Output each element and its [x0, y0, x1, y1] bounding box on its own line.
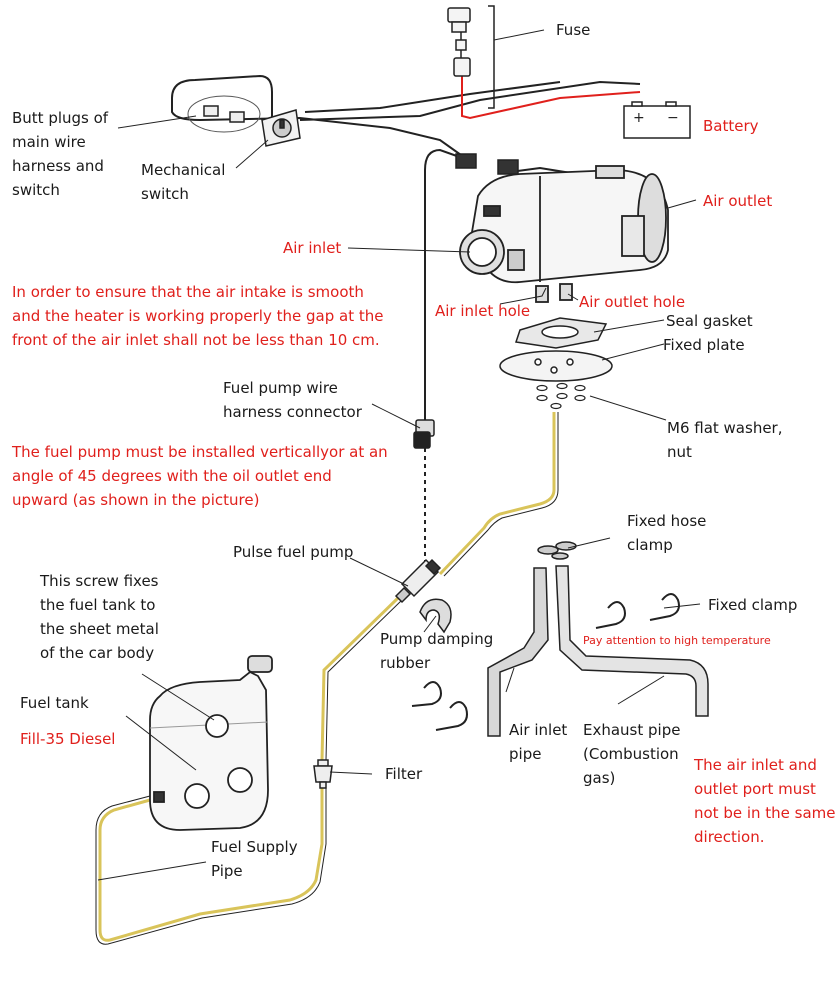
- pump-damping-rubber-icon: [419, 598, 452, 634]
- label-air-inlet-pipe: Air inlet pipe: [509, 721, 568, 763]
- label-fixed-plate: Fixed plate: [663, 336, 745, 354]
- fixed-plate-icon: [499, 350, 613, 382]
- label-pump-damping-rubber: Pump damping rubber: [380, 630, 494, 672]
- label-fuel-supply-pipe: Fuel Supply Pipe: [211, 838, 298, 880]
- note-port-direction: The air inlet and outlet port must not b…: [694, 756, 836, 846]
- pulse-fuel-pump-icon: [394, 558, 442, 604]
- label-fuel-tank: Fuel tank: [20, 694, 89, 712]
- mechanical-switch-icon: [261, 109, 301, 147]
- leader-lines: [97, 29, 701, 881]
- label-mechanical-switch: Mechanical switch: [141, 161, 226, 203]
- heater-unit-icon: [459, 165, 669, 303]
- label-battery: Battery: [703, 117, 759, 135]
- label-exhaust-pipe: Exhaust pipe (Combustion gas): [583, 721, 681, 787]
- air-inlet-pipe-icon: [487, 567, 549, 737]
- wire-harness: [171, 74, 641, 420]
- fuel-tank-icon: [149, 655, 273, 831]
- fuse-icon: [447, 7, 471, 77]
- fixed-clamp-icon: [595, 593, 680, 629]
- note-pump-orientation: The fuel pump must be installed vertical…: [12, 443, 388, 509]
- fuse-bracket: [488, 5, 495, 109]
- label-fuel-pump-connector: Fuel pump wire harness connector: [223, 379, 362, 421]
- label-fuse: Fuse: [556, 21, 591, 39]
- battery-plus: +: [633, 110, 645, 126]
- label-filter: Filter: [385, 765, 423, 783]
- label-washer-nut: M6 flat washer, nut: [667, 419, 783, 461]
- fuel-pump-connector-icon: [413, 419, 435, 449]
- filter-icon: [313, 759, 333, 789]
- butt-plug-icon: [203, 105, 245, 123]
- label-seal-gasket: Seal gasket: [666, 312, 753, 330]
- note-high-temperature: Pay attention to high temperature: [583, 634, 771, 647]
- battery-icon: [623, 101, 691, 139]
- red-power-wire: [461, 70, 641, 120]
- label-pulse-fuel-pump: Pulse fuel pump: [233, 543, 354, 561]
- label-air-outlet-hole: Air outlet hole: [579, 293, 686, 311]
- label-fixed-clamp: Fixed clamp: [708, 596, 798, 614]
- butt-plugs-highlight: [187, 95, 261, 133]
- p-clamp-icon: [411, 681, 468, 731]
- fuel-line: [98, 412, 556, 942]
- label-air-outlet: Air outlet: [703, 192, 773, 210]
- label-air-inlet: Air inlet: [283, 239, 342, 257]
- washer-nut-icon: [536, 382, 586, 410]
- label-air-inlet-hole: Air inlet hole: [435, 302, 531, 320]
- label-butt-plugs: Butt plugs of main wire harness and swit…: [12, 109, 109, 199]
- exhaust-pipe-icon: [555, 565, 709, 717]
- battery-minus: −: [667, 110, 679, 126]
- label-fill-diesel: Fill-35 Diesel: [20, 730, 116, 748]
- heater-connector-icon: [455, 153, 519, 175]
- label-screw-note: This screw fixes the fuel tank to the sh…: [40, 572, 159, 662]
- fuel-line-outline: [95, 412, 559, 945]
- label-fixed-hose-clamp: Fixed hose clamp: [627, 512, 707, 554]
- note-air-intake-gap: In order to ensure that the air intake i…: [12, 283, 384, 349]
- seal-gasket-icon: [515, 317, 608, 349]
- fixed-hose-clamp-icon: [537, 541, 577, 560]
